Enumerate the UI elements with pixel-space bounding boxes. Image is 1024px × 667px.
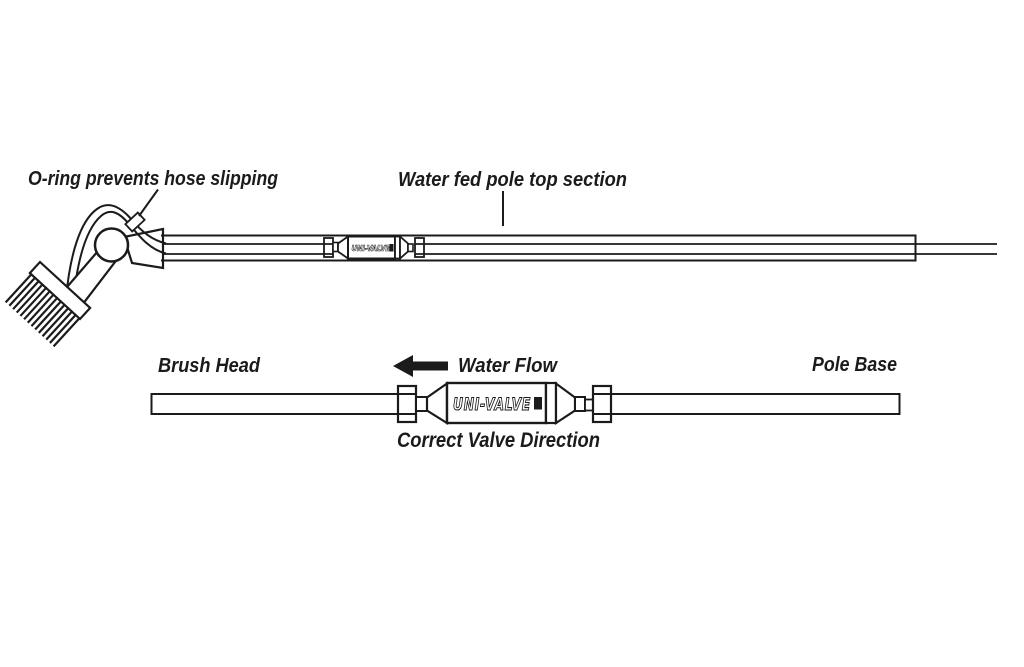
- valve-brand-text-top: UNI-VALVE: [352, 244, 391, 253]
- pole-section-label: Water fed pole top section: [398, 169, 627, 191]
- oring-label: O-ring prevents hose slipping: [28, 168, 278, 190]
- swivel-joint: [93, 227, 130, 263]
- valve-nub-right: [407, 243, 414, 253]
- valve-brand-text-bottom: UNI-VALVE: [453, 395, 531, 415]
- correct-valve-direction-caption: Correct Valve Direction: [397, 429, 600, 452]
- pole-base-label: Pole Base: [812, 354, 897, 376]
- valve-collar-right: [414, 237, 425, 258]
- top-assembly-diagram: UNI-VALVE O-ring prevents hose slipping …: [4, 168, 997, 348]
- water-flow-left-arrow-icon: [393, 355, 448, 377]
- brush-bristles: [4, 272, 81, 348]
- valve-connector-right: [584, 398, 594, 412]
- valve-cone-right: [554, 381, 577, 426]
- valve-nub-right: [574, 396, 586, 412]
- valve-connector-left: [415, 396, 428, 412]
- valve-body: [445, 381, 548, 425]
- brush-block: [28, 260, 92, 321]
- valve-cone-right: [399, 234, 409, 261]
- oring-marker: [124, 211, 146, 233]
- oring-band: [124, 211, 146, 233]
- inline-valve-bottom: UNI-VALVE: [396, 381, 613, 426]
- oring-leader-line: [138, 188, 159, 217]
- inline-valve-top: UNI-VALVE: [323, 234, 425, 261]
- brush-head-drawing: [4, 260, 92, 348]
- hose-inner-line: [72, 210, 167, 305]
- pole-outer-tube: [161, 234, 917, 262]
- brush-head-label: Brush Head: [158, 355, 261, 377]
- water-flow-label: Water Flow: [458, 355, 558, 377]
- hose: [65, 204, 167, 305]
- valve-collar-left: [396, 384, 418, 424]
- valve-logo-block: [389, 244, 394, 252]
- valve-cone-left: [425, 381, 449, 425]
- gooseneck-funnel: [122, 227, 165, 270]
- valve-end-band: [544, 381, 558, 425]
- hose-outer-line: [65, 204, 167, 299]
- brush-side-tube: [150, 393, 416, 415]
- pole-inner-hose-lines: [164, 243, 997, 255]
- valve-logo-block: [534, 397, 542, 410]
- bottom-valve-direction-diagram: UNI-VALVE Brush Head Water Flow Pole Bas…: [150, 354, 901, 452]
- pole-base-tube: [593, 393, 901, 415]
- valve-collar-right: [591, 384, 613, 424]
- valve-cone-left: [337, 234, 349, 261]
